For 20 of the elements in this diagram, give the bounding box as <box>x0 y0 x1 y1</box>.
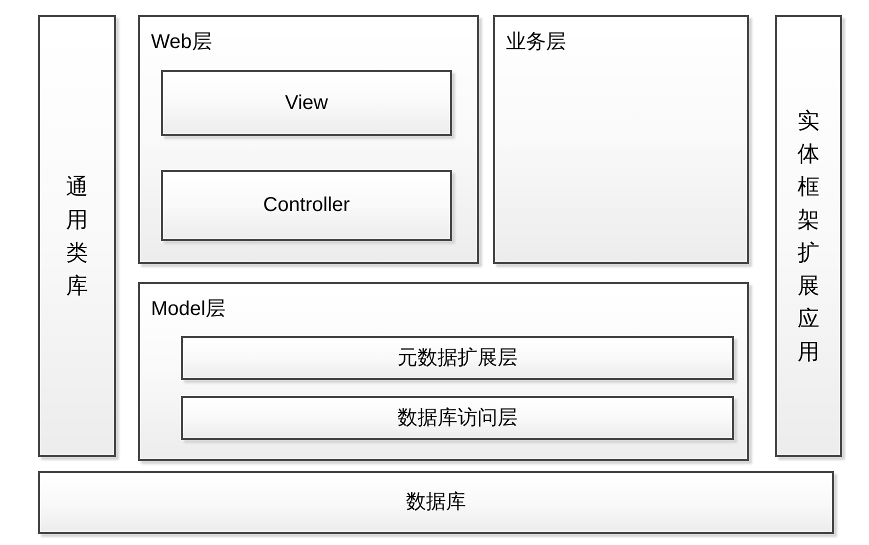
layer-box <box>181 336 734 380</box>
side-column-box <box>38 15 116 457</box>
box-label: Controller <box>263 194 350 217</box>
layer-box <box>161 70 452 136</box>
layer-panel <box>138 282 749 461</box>
side-column-box <box>775 15 842 457</box>
box-label: 数据库 <box>406 491 466 514</box>
panel-heading: Web层 <box>151 31 212 54</box>
vertical-label: 通用类库 <box>65 173 89 300</box>
box-label: View <box>285 92 328 114</box>
panel-heading: Model层 <box>151 298 226 321</box>
layer-box <box>181 396 734 440</box>
panel-heading: 业务层 <box>506 31 566 54</box>
layer-box <box>38 471 834 534</box>
box-label: 数据库访问层 <box>398 406 518 430</box>
box-label: 元数据扩展层 <box>398 346 518 370</box>
layer-box <box>161 170 452 241</box>
vertical-label: 实体框架扩展应用 <box>796 107 820 366</box>
layer-panel <box>138 15 479 264</box>
layer-panel <box>493 15 749 264</box>
